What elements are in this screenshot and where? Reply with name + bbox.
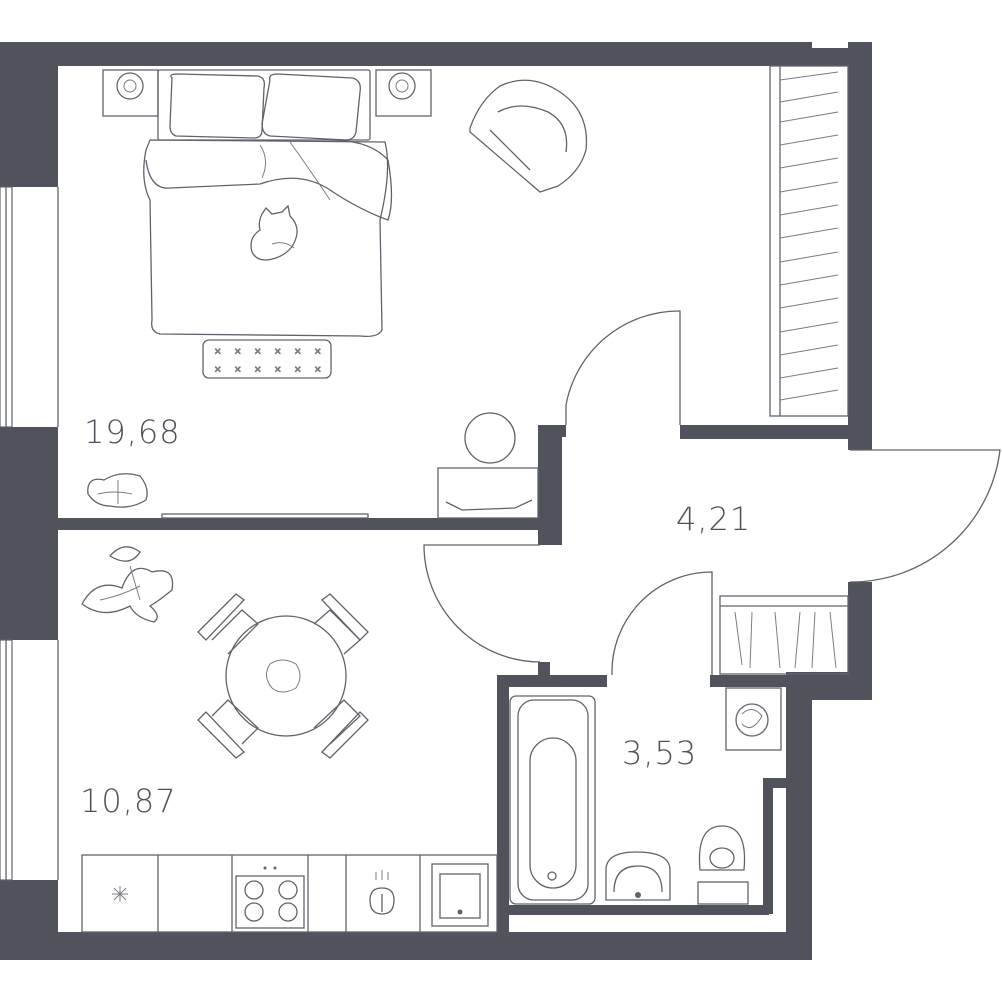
washbasin-icon xyxy=(605,851,671,901)
svg-text:×: × xyxy=(214,347,222,357)
stove-icon xyxy=(235,866,305,929)
svg-text:×: × xyxy=(294,347,302,357)
fridge-icon xyxy=(112,886,128,902)
vanity-table-icon xyxy=(437,467,539,519)
toilet-icon xyxy=(697,825,749,905)
bed-icon xyxy=(143,69,393,338)
svg-text:×: × xyxy=(314,347,322,357)
bedroom-area-label: 19,68 xyxy=(84,413,181,451)
mirror-icon xyxy=(464,412,516,464)
bathroom-area-label: 3,53 xyxy=(622,734,698,772)
walls xyxy=(0,42,872,960)
nightstand-icon xyxy=(102,69,432,117)
svg-text:×: × xyxy=(214,365,222,375)
windows xyxy=(0,42,848,881)
svg-text:×: × xyxy=(294,365,302,375)
plant-icon xyxy=(81,546,174,623)
svg-text:×: × xyxy=(274,347,282,357)
dining-table-icon xyxy=(225,615,347,737)
wardrobe-icon xyxy=(769,65,849,417)
hallway-area-label: 4,21 xyxy=(676,500,752,538)
svg-text:×: × xyxy=(314,365,322,375)
svg-text:×: × xyxy=(234,365,242,375)
chair-icon xyxy=(197,593,369,759)
plant-icon xyxy=(87,473,148,508)
bathtub-icon xyxy=(509,695,596,905)
svg-text:×: × xyxy=(274,365,282,375)
svg-text:×: × xyxy=(254,365,262,375)
svg-text:×: × xyxy=(234,347,242,357)
kitchen-counter xyxy=(81,854,498,933)
sink-icon xyxy=(369,870,395,915)
svg-text:×: × xyxy=(254,347,262,357)
cat-icon xyxy=(250,204,298,261)
kitchen-area-label: 10,87 xyxy=(80,782,177,820)
shelf-icon xyxy=(161,513,369,519)
armchair-icon xyxy=(469,79,588,193)
washing-machine-icon xyxy=(725,687,782,751)
doors xyxy=(423,310,1001,676)
hall-wardrobe-icon xyxy=(719,595,849,675)
rug-icon: × × × × × × × × × × × × xyxy=(202,339,332,379)
dishwasher-icon xyxy=(431,863,489,927)
